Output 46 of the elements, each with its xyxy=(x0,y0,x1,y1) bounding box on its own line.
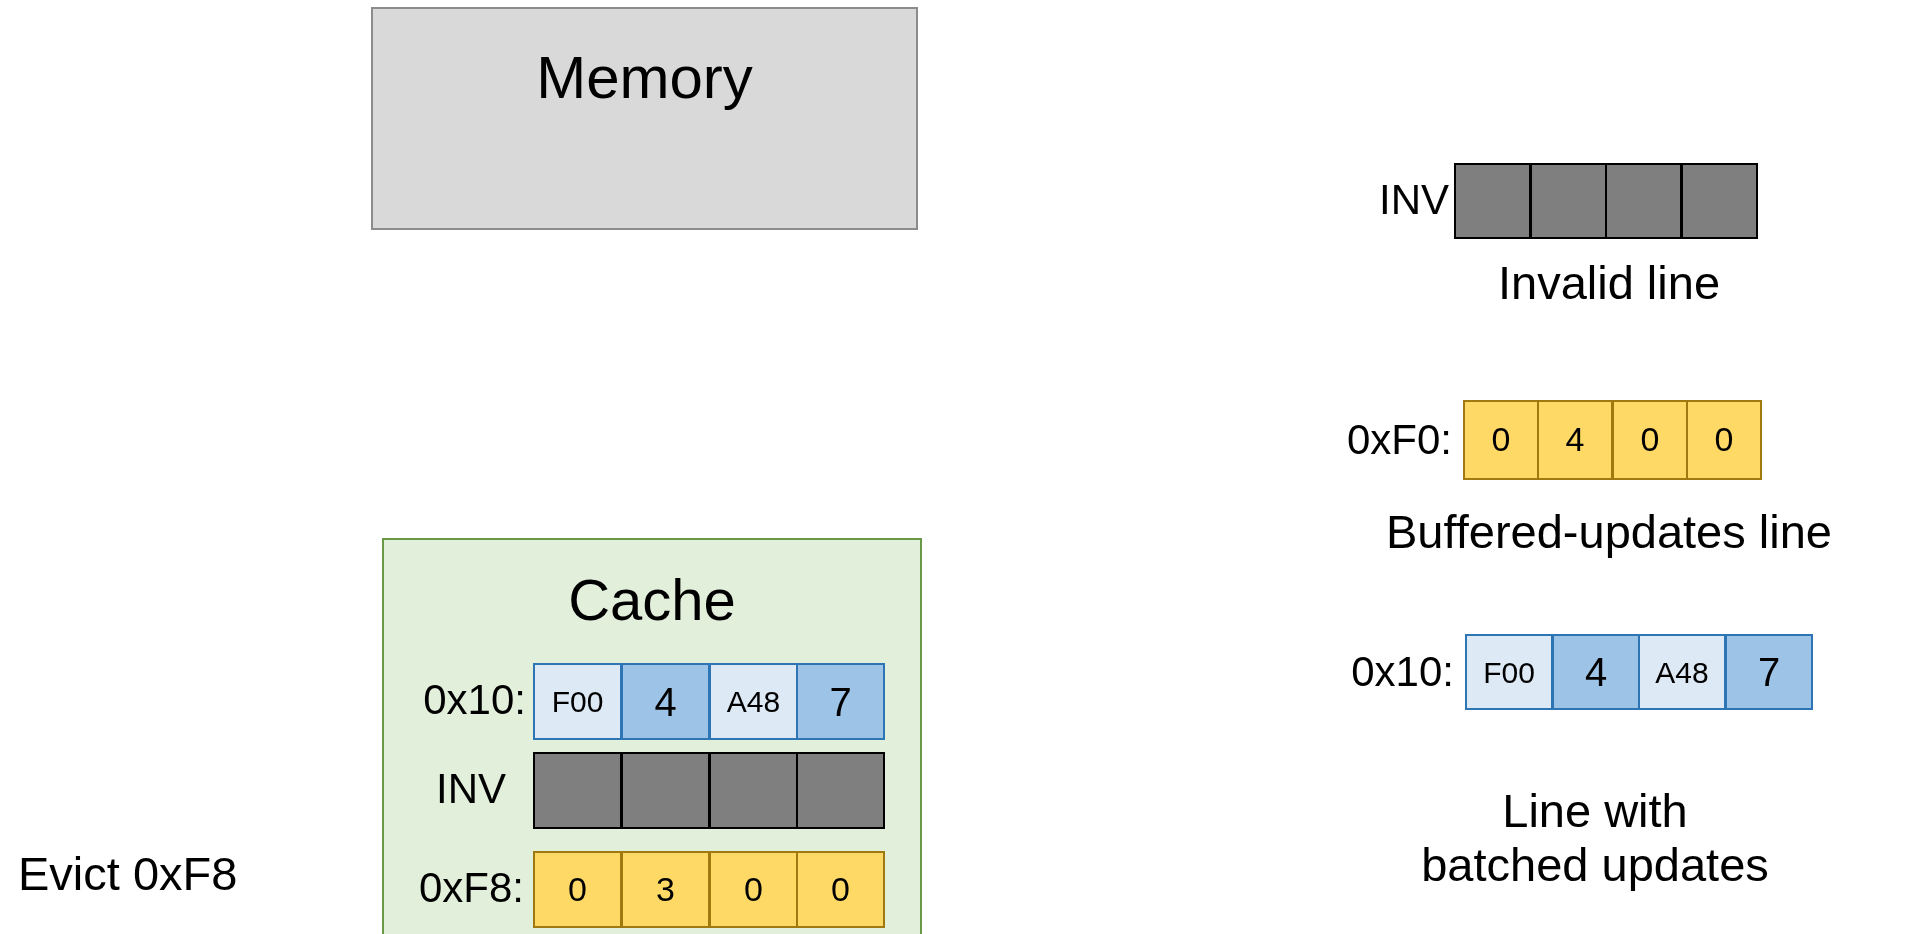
cache-cell xyxy=(533,663,622,740)
cell-value: 4 xyxy=(1584,650,1608,694)
cell-value: 0 xyxy=(568,870,587,909)
buffered-cell xyxy=(621,851,710,928)
cache-cell xyxy=(709,663,798,740)
buffered-cell xyxy=(1463,400,1539,480)
caption-text: Buffered-updates line xyxy=(1386,505,1832,559)
cache-cell xyxy=(621,663,710,740)
buffered-cell xyxy=(533,851,622,928)
box-title: Cache xyxy=(568,568,736,632)
caption-text: Line with batched updates xyxy=(1420,783,1770,893)
cell-value: 0 xyxy=(744,870,763,909)
cell-value: 0 xyxy=(1640,421,1660,459)
row-label: 0xF8: xyxy=(418,863,524,913)
cache-box xyxy=(382,538,922,934)
cell-value: 0 xyxy=(1491,421,1511,459)
box-title: Memory xyxy=(536,45,753,111)
buffered-cell xyxy=(796,851,885,928)
caption-text: Invalid line xyxy=(1497,256,1721,310)
buffered-cell xyxy=(1686,400,1762,480)
cell-value: 3 xyxy=(656,870,675,909)
cell-value: A48 xyxy=(1655,655,1709,689)
caption-text: Evict 0xF8 xyxy=(18,847,238,901)
row-label: INV xyxy=(1379,175,1449,225)
cell-value: F00 xyxy=(1483,655,1535,689)
cell-value: 7 xyxy=(1757,650,1781,694)
cache-cell xyxy=(1638,634,1726,710)
cache-cell xyxy=(1725,634,1813,710)
buffered-cell xyxy=(1537,400,1613,480)
cache-cell xyxy=(1465,634,1553,710)
cell-value: 4 xyxy=(1565,421,1585,459)
cell-value: 4 xyxy=(654,679,677,724)
row-label: 0x10: xyxy=(423,675,526,725)
buffered-cell xyxy=(1612,400,1688,480)
cell-value: 7 xyxy=(829,679,852,724)
cell-value: F00 xyxy=(551,685,604,718)
row-label: 0x10: xyxy=(1351,647,1454,697)
memory-box xyxy=(371,7,918,230)
row-label: 0xF0: xyxy=(1346,415,1452,465)
cell-value: 0 xyxy=(831,870,850,909)
cell-value: A48 xyxy=(726,685,781,718)
buffered-cell xyxy=(709,851,798,928)
row-label: INV xyxy=(436,764,506,814)
cache-cell xyxy=(1552,634,1640,710)
cache-cell xyxy=(796,663,885,740)
cell-value: 0 xyxy=(1714,421,1734,459)
